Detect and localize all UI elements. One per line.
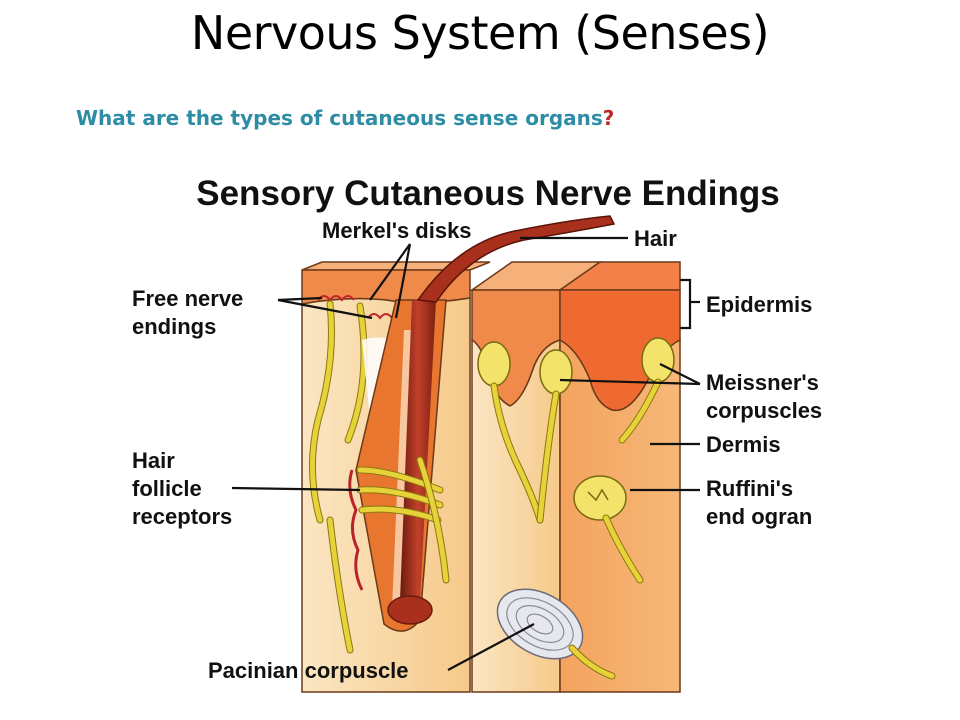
pacinian-corpuscle — [496, 588, 616, 680]
right-skin-block — [469, 261, 681, 693]
label-hair-follicle-line1: Hair — [132, 448, 175, 473]
label-hair-follicle-line2: follicle — [132, 476, 202, 501]
epidermis-bracket — [680, 278, 692, 330]
label-pacinian-corpuscle: Pacinian corpuscle — [208, 658, 409, 683]
label-ruffinis-line1: Ruffini's — [706, 476, 793, 501]
diagram-heading: Sensory Cutaneous Nerve Endings — [196, 174, 779, 213]
label-epidermis: Epidermis — [706, 292, 812, 317]
label-hair-follicle-line3: receptors — [132, 504, 232, 529]
slide-subtitle: What are the types of cutaneous sense or… — [76, 106, 614, 130]
label-merkels-disks: Merkel's disks — [322, 218, 472, 243]
left-skin-block — [301, 261, 491, 693]
slide-title: Nervous System (Senses) — [190, 6, 770, 60]
subtitle-question-mark: ? — [602, 106, 615, 130]
label-hair: Hair — [634, 226, 677, 251]
label-free-nerve-endings-line2: endings — [132, 314, 216, 339]
label-leader-lines — [231, 236, 701, 671]
label-meissners-line2: corpuscles — [706, 398, 822, 423]
label-meissners-line1: Meissner's — [706, 370, 819, 395]
label-dermis: Dermis — [706, 432, 781, 457]
label-free-nerve-endings-line1: Free nerve — [132, 286, 243, 311]
label-ruffinis-line2: end ogran — [706, 504, 812, 529]
subtitle-text: What are the types of cutaneous sense or… — [76, 106, 603, 130]
skin-diagram: Sensory Cutaneous Nerve Endings — [132, 174, 822, 693]
hair-shaft — [416, 215, 616, 303]
